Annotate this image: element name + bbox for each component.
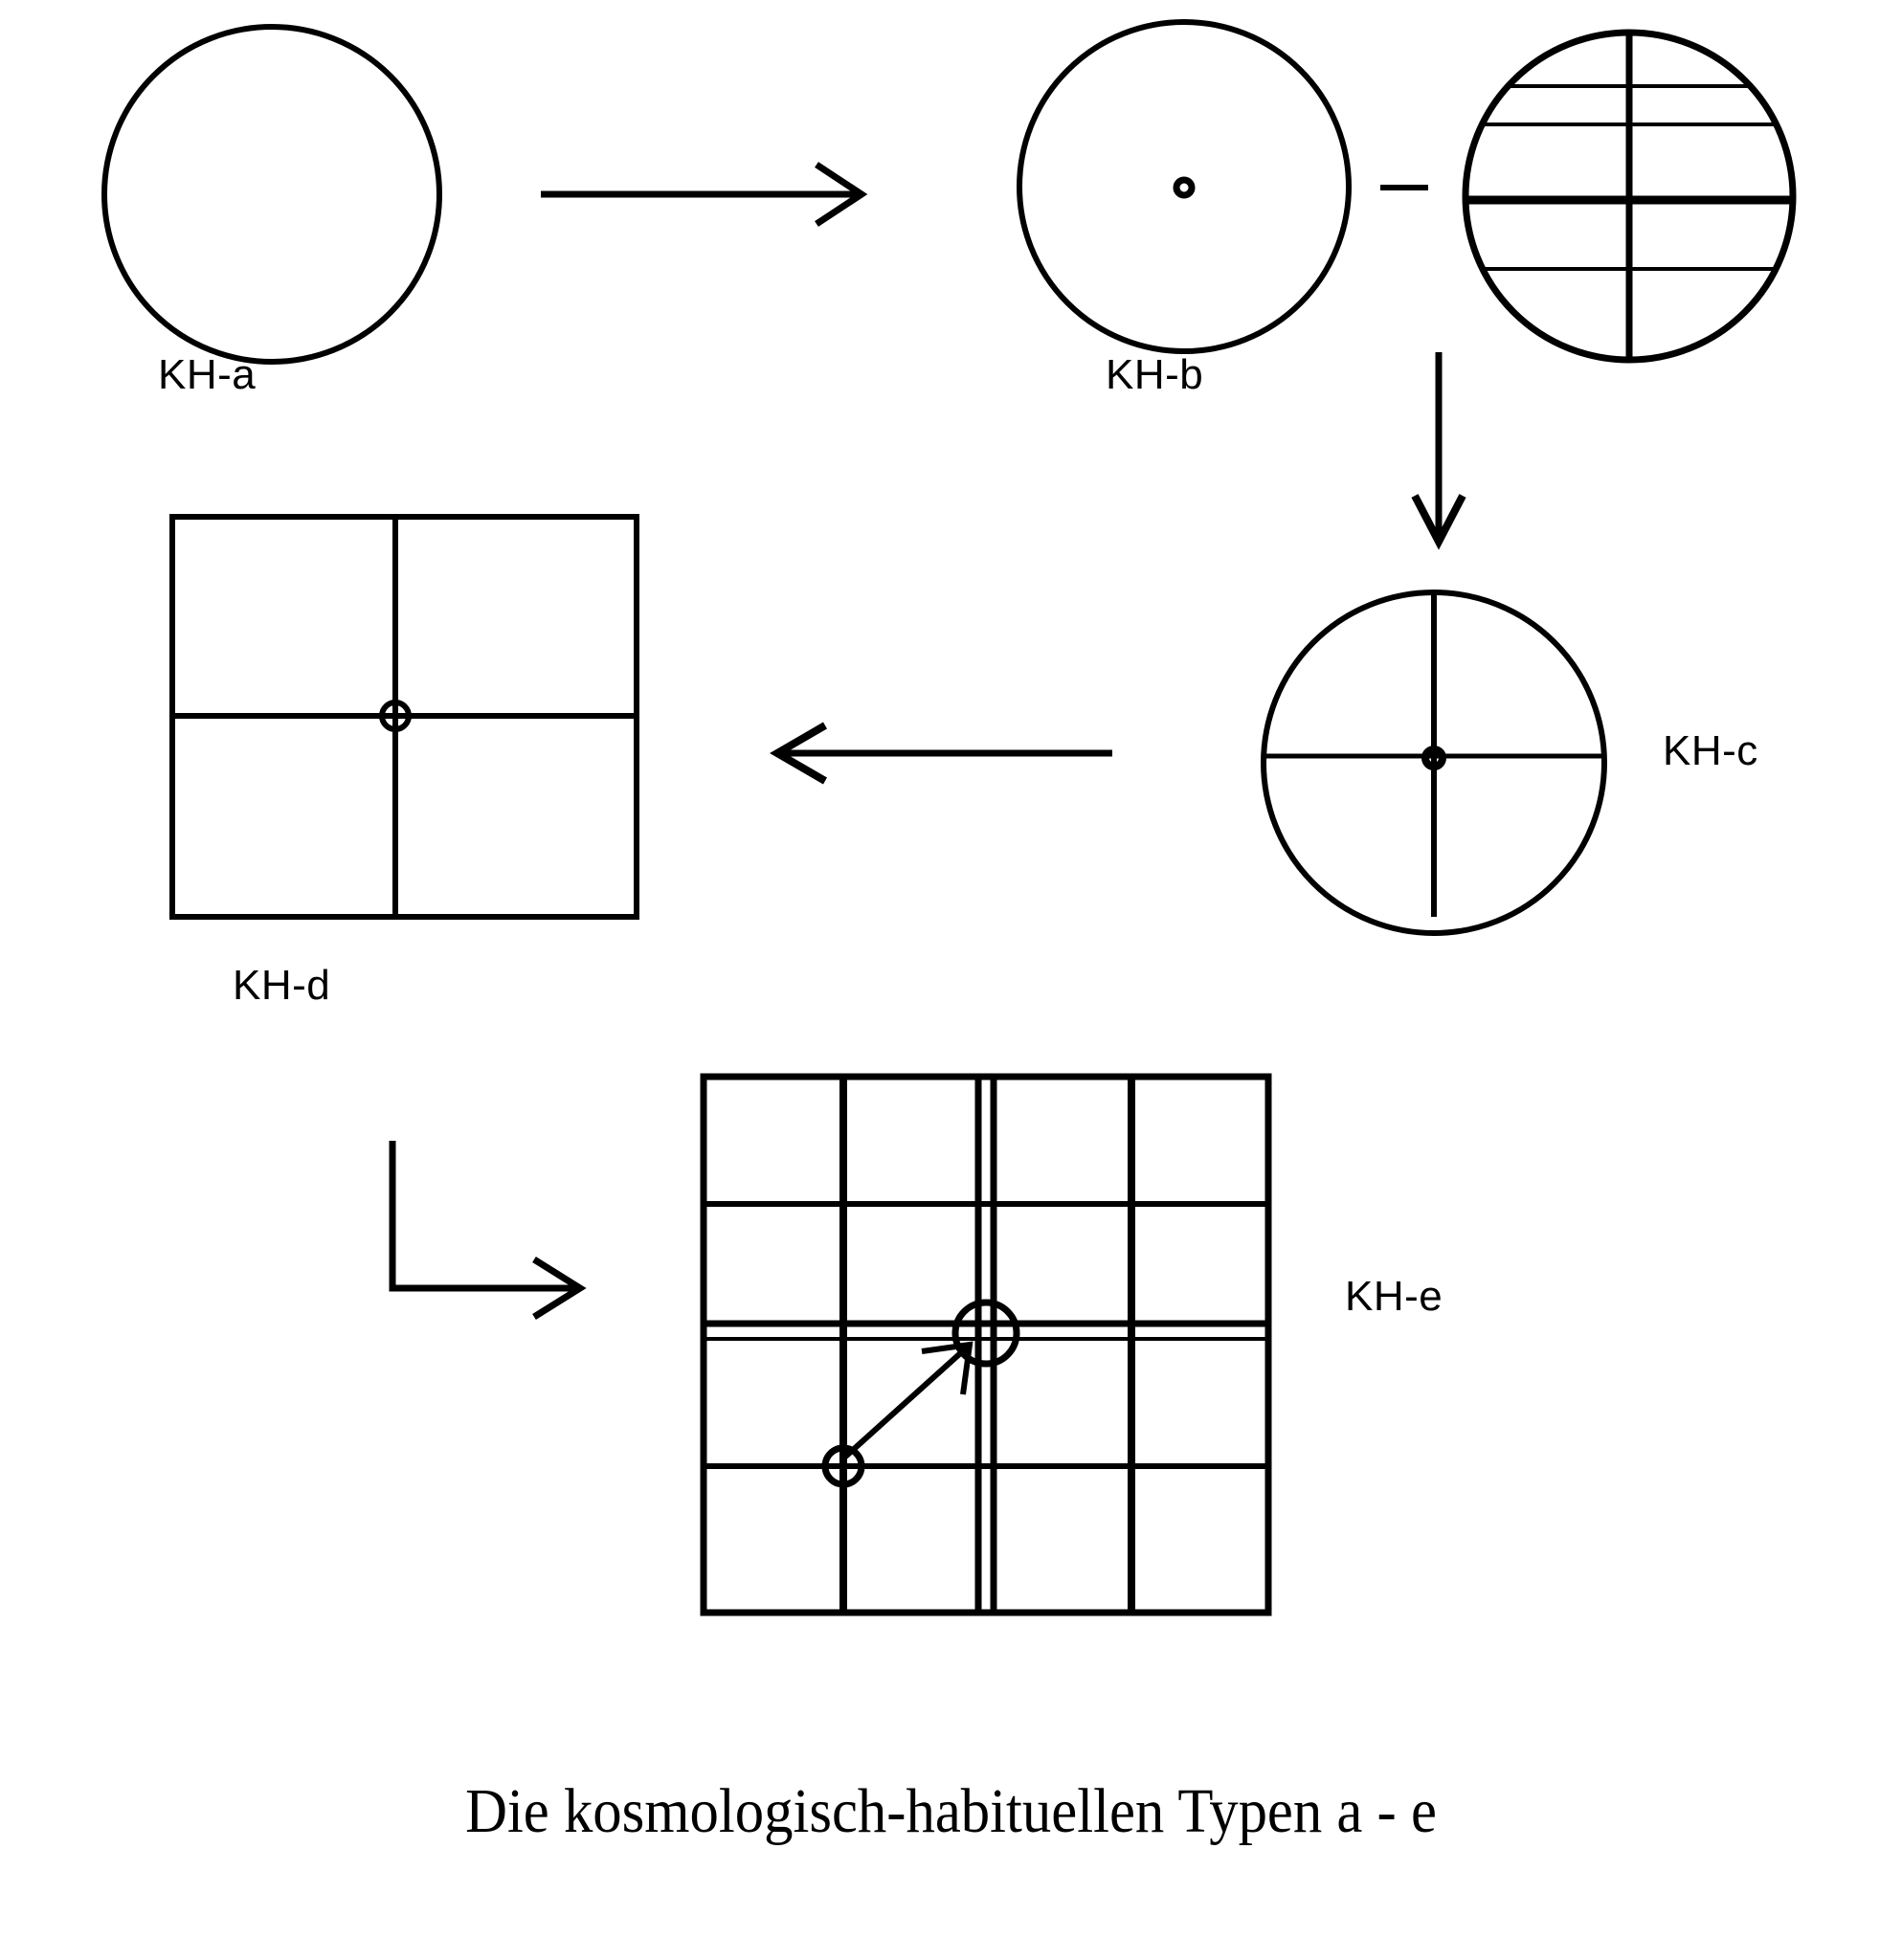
arrow-shaft-elbow <box>389 1141 577 1292</box>
figure-kh-c <box>1261 590 1607 936</box>
arrow-d-to-e <box>389 1141 587 1320</box>
figure-label-kh-c: KH-c <box>1663 727 1758 774</box>
figure-label-kh-e: KH-e <box>1345 1273 1443 1320</box>
figure-kh-a <box>101 24 442 365</box>
kh-b-circle <box>1017 19 1352 354</box>
figure-kh-d <box>169 514 639 920</box>
arrow-head-open-v <box>770 722 828 785</box>
figure-label-kh-b: KH-b <box>1106 351 1204 398</box>
figure-kh-e <box>700 1073 1272 1616</box>
arrow-head-open-v <box>532 1257 587 1320</box>
kh-c-center-dot <box>1421 746 1446 770</box>
figure-kh-b-globe <box>1462 29 1797 364</box>
arrow-globe-to-c <box>1411 352 1466 550</box>
figure-label-kh-a: KH-a <box>158 351 257 398</box>
arrow-c-to-d <box>770 722 1112 785</box>
kh-e-offset-marker <box>821 1444 865 1488</box>
arrow-head-open-v <box>815 162 868 227</box>
kh-e-frame <box>700 1073 1272 1616</box>
arrow-shaft <box>840 1345 970 1461</box>
arrow-a-to-b <box>541 162 868 227</box>
kh-a-circle <box>101 24 442 365</box>
arrow-head-open-v <box>1411 494 1466 550</box>
kh-e-center-marker <box>951 1299 1020 1368</box>
kh-b-center-dot <box>1173 176 1196 199</box>
arrow-head-open-v <box>921 1341 973 1395</box>
diagram-caption: Die kosmologisch-habituellen Typen a - e <box>465 1776 1437 1846</box>
globe-graticule <box>1468 35 1790 357</box>
globe-outline <box>1462 29 1797 364</box>
arrow-inner-shift <box>840 1341 973 1461</box>
figure-kh-b <box>1017 19 1352 354</box>
figure-label-kh-d: KH-d <box>233 962 331 1009</box>
kh-d-center-marker <box>379 700 412 732</box>
